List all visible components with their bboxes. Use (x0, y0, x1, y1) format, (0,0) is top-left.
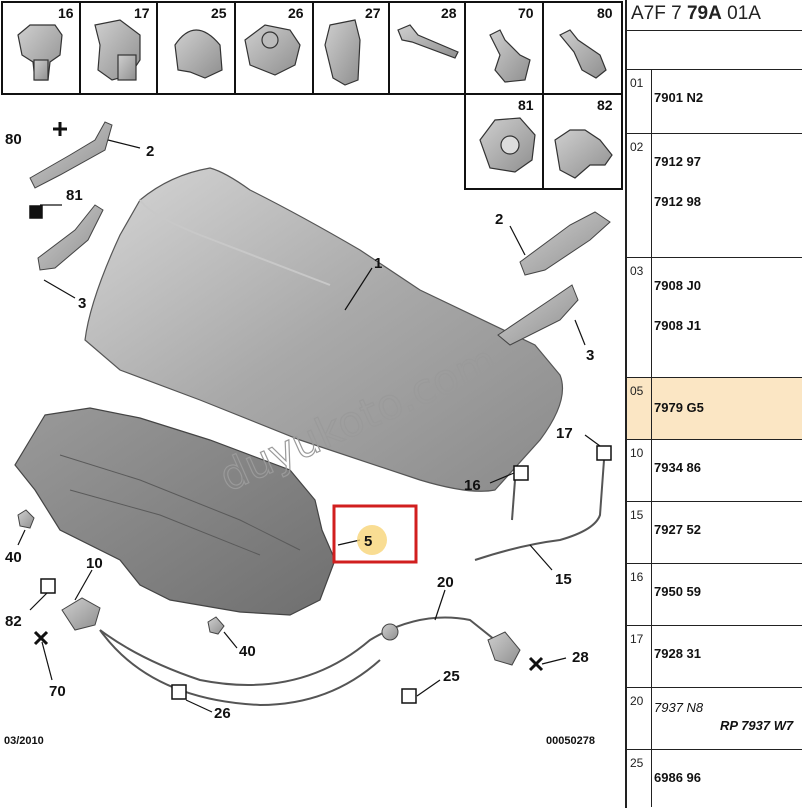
callout-10: 10 (86, 555, 103, 572)
callout-1: 1 (374, 255, 382, 272)
parts-row-index: 05 (627, 378, 652, 439)
parts-row-codes: 6986 96 (654, 750, 802, 807)
lock-parts (17, 509, 521, 666)
leader-lines (17, 139, 601, 713)
callout-28: 28 (572, 649, 589, 666)
clip-27-label: 27 (365, 5, 381, 21)
parts-row-index: 10 (627, 440, 652, 501)
parts-row-codes: 7927 52 (654, 502, 802, 563)
parts-row-codes: 7928 31 (654, 626, 802, 687)
part-reference: 7950 59 (654, 584, 701, 599)
parts-row-codes: 7937 N8 RP 7937 W7 (654, 688, 802, 749)
callout-20: 20 (437, 574, 454, 591)
highlight-box (332, 504, 418, 564)
callout-16: 16 (464, 477, 481, 494)
clip-box-labels: 16 17 25 26 27 28 70 80 81 82 (58, 5, 613, 113)
clip-16-label: 16 (58, 5, 74, 21)
callout-3-left: 3 (78, 295, 86, 312)
part-reference: 7901 N2 (654, 90, 704, 105)
parts-row-codes: 7934 86 (654, 440, 802, 501)
parts-row-codes: 7950 59 (654, 564, 802, 625)
parts-row-index: 16 (627, 564, 652, 625)
callout-5: 5 (364, 533, 372, 550)
title-suffix: 01A (721, 3, 761, 24)
parts-row-index: 03 (627, 258, 652, 377)
callout-40-right: 40 (239, 643, 256, 660)
callout-70: 70 (49, 683, 66, 700)
parts-diagram: 16 17 25 26 27 28 70 80 81 82 (1, 1, 623, 747)
clip-81-label: 81 (518, 97, 534, 113)
panel-title: A7F 7 79A 01A (627, 0, 802, 30)
callout-25: 25 (443, 668, 460, 685)
clip-28-label: 28 (441, 5, 457, 21)
part-reference: RP 7937 W7 (720, 718, 794, 733)
hinge-parts (29, 121, 611, 346)
footer-reference: 00050278 (546, 735, 595, 747)
part-reference: 7912 97 (654, 154, 701, 169)
part-reference: 7912 98 (654, 194, 701, 209)
callout-26: 26 (214, 705, 231, 722)
panel-header-blank (627, 30, 802, 69)
parts-row-index: 01 (627, 70, 652, 133)
fixing-markers (29, 122, 612, 704)
parts-row-codes: 7912 97 7912 98 (654, 134, 802, 257)
title-bold: 79A (686, 3, 722, 24)
callout-numbers: 1 2 2 3 3 5 10 16 17 15 20 25 26 28 40 4… (5, 131, 594, 722)
footer-date: 03/2010 (4, 735, 44, 747)
part-reference: 7937 N8 (654, 700, 704, 715)
parts-row-index: 20 (627, 688, 652, 749)
clip-26-label: 26 (288, 5, 304, 21)
bonnet-hood (84, 167, 564, 492)
callout-40-left: 40 (5, 549, 22, 566)
parts-row-index: 15 (627, 502, 652, 563)
parts-row-codes: 7979 G5 (654, 378, 802, 439)
parts-row-index: 25 (627, 750, 652, 807)
part-reference: 7908 J1 (654, 318, 701, 333)
clip-drawings (17, 19, 613, 179)
callout-2-right: 2 (495, 211, 503, 228)
title-prefix: A7F 7 (631, 3, 687, 24)
part-reference: 7928 31 (654, 646, 701, 661)
part-reference: 7927 52 (654, 522, 701, 537)
parts-row-codes: 7901 N2 (654, 70, 802, 133)
clip-70-label: 70 (518, 5, 534, 21)
callout-80: 80 (5, 131, 22, 148)
clip-80-label: 80 (597, 5, 613, 21)
callout-15: 15 (555, 571, 572, 588)
part-reference: 7908 J0 (654, 278, 701, 293)
highlight-badge (357, 525, 387, 555)
callout-82: 82 (5, 613, 22, 630)
parts-row-index: 02 (627, 134, 652, 257)
callout-3-right: 3 (586, 347, 594, 364)
part-reference: 7979 G5 (654, 400, 704, 415)
part-reference: 7934 86 (654, 460, 701, 475)
clip-82-label: 82 (597, 97, 613, 113)
cables (99, 459, 605, 707)
clip-25-label: 25 (211, 5, 227, 21)
callout-17: 17 (556, 425, 573, 442)
parts-row-index: 17 (627, 626, 652, 687)
clip-boxes (1, 1, 623, 190)
parts-row-codes: 7908 J0 7908 J1 (654, 258, 802, 377)
part-reference: 6986 96 (654, 770, 701, 785)
clip-17-label: 17 (134, 5, 150, 21)
callout-81: 81 (66, 187, 83, 204)
under-engine-shield (14, 407, 336, 616)
callout-2-left: 2 (146, 143, 154, 160)
